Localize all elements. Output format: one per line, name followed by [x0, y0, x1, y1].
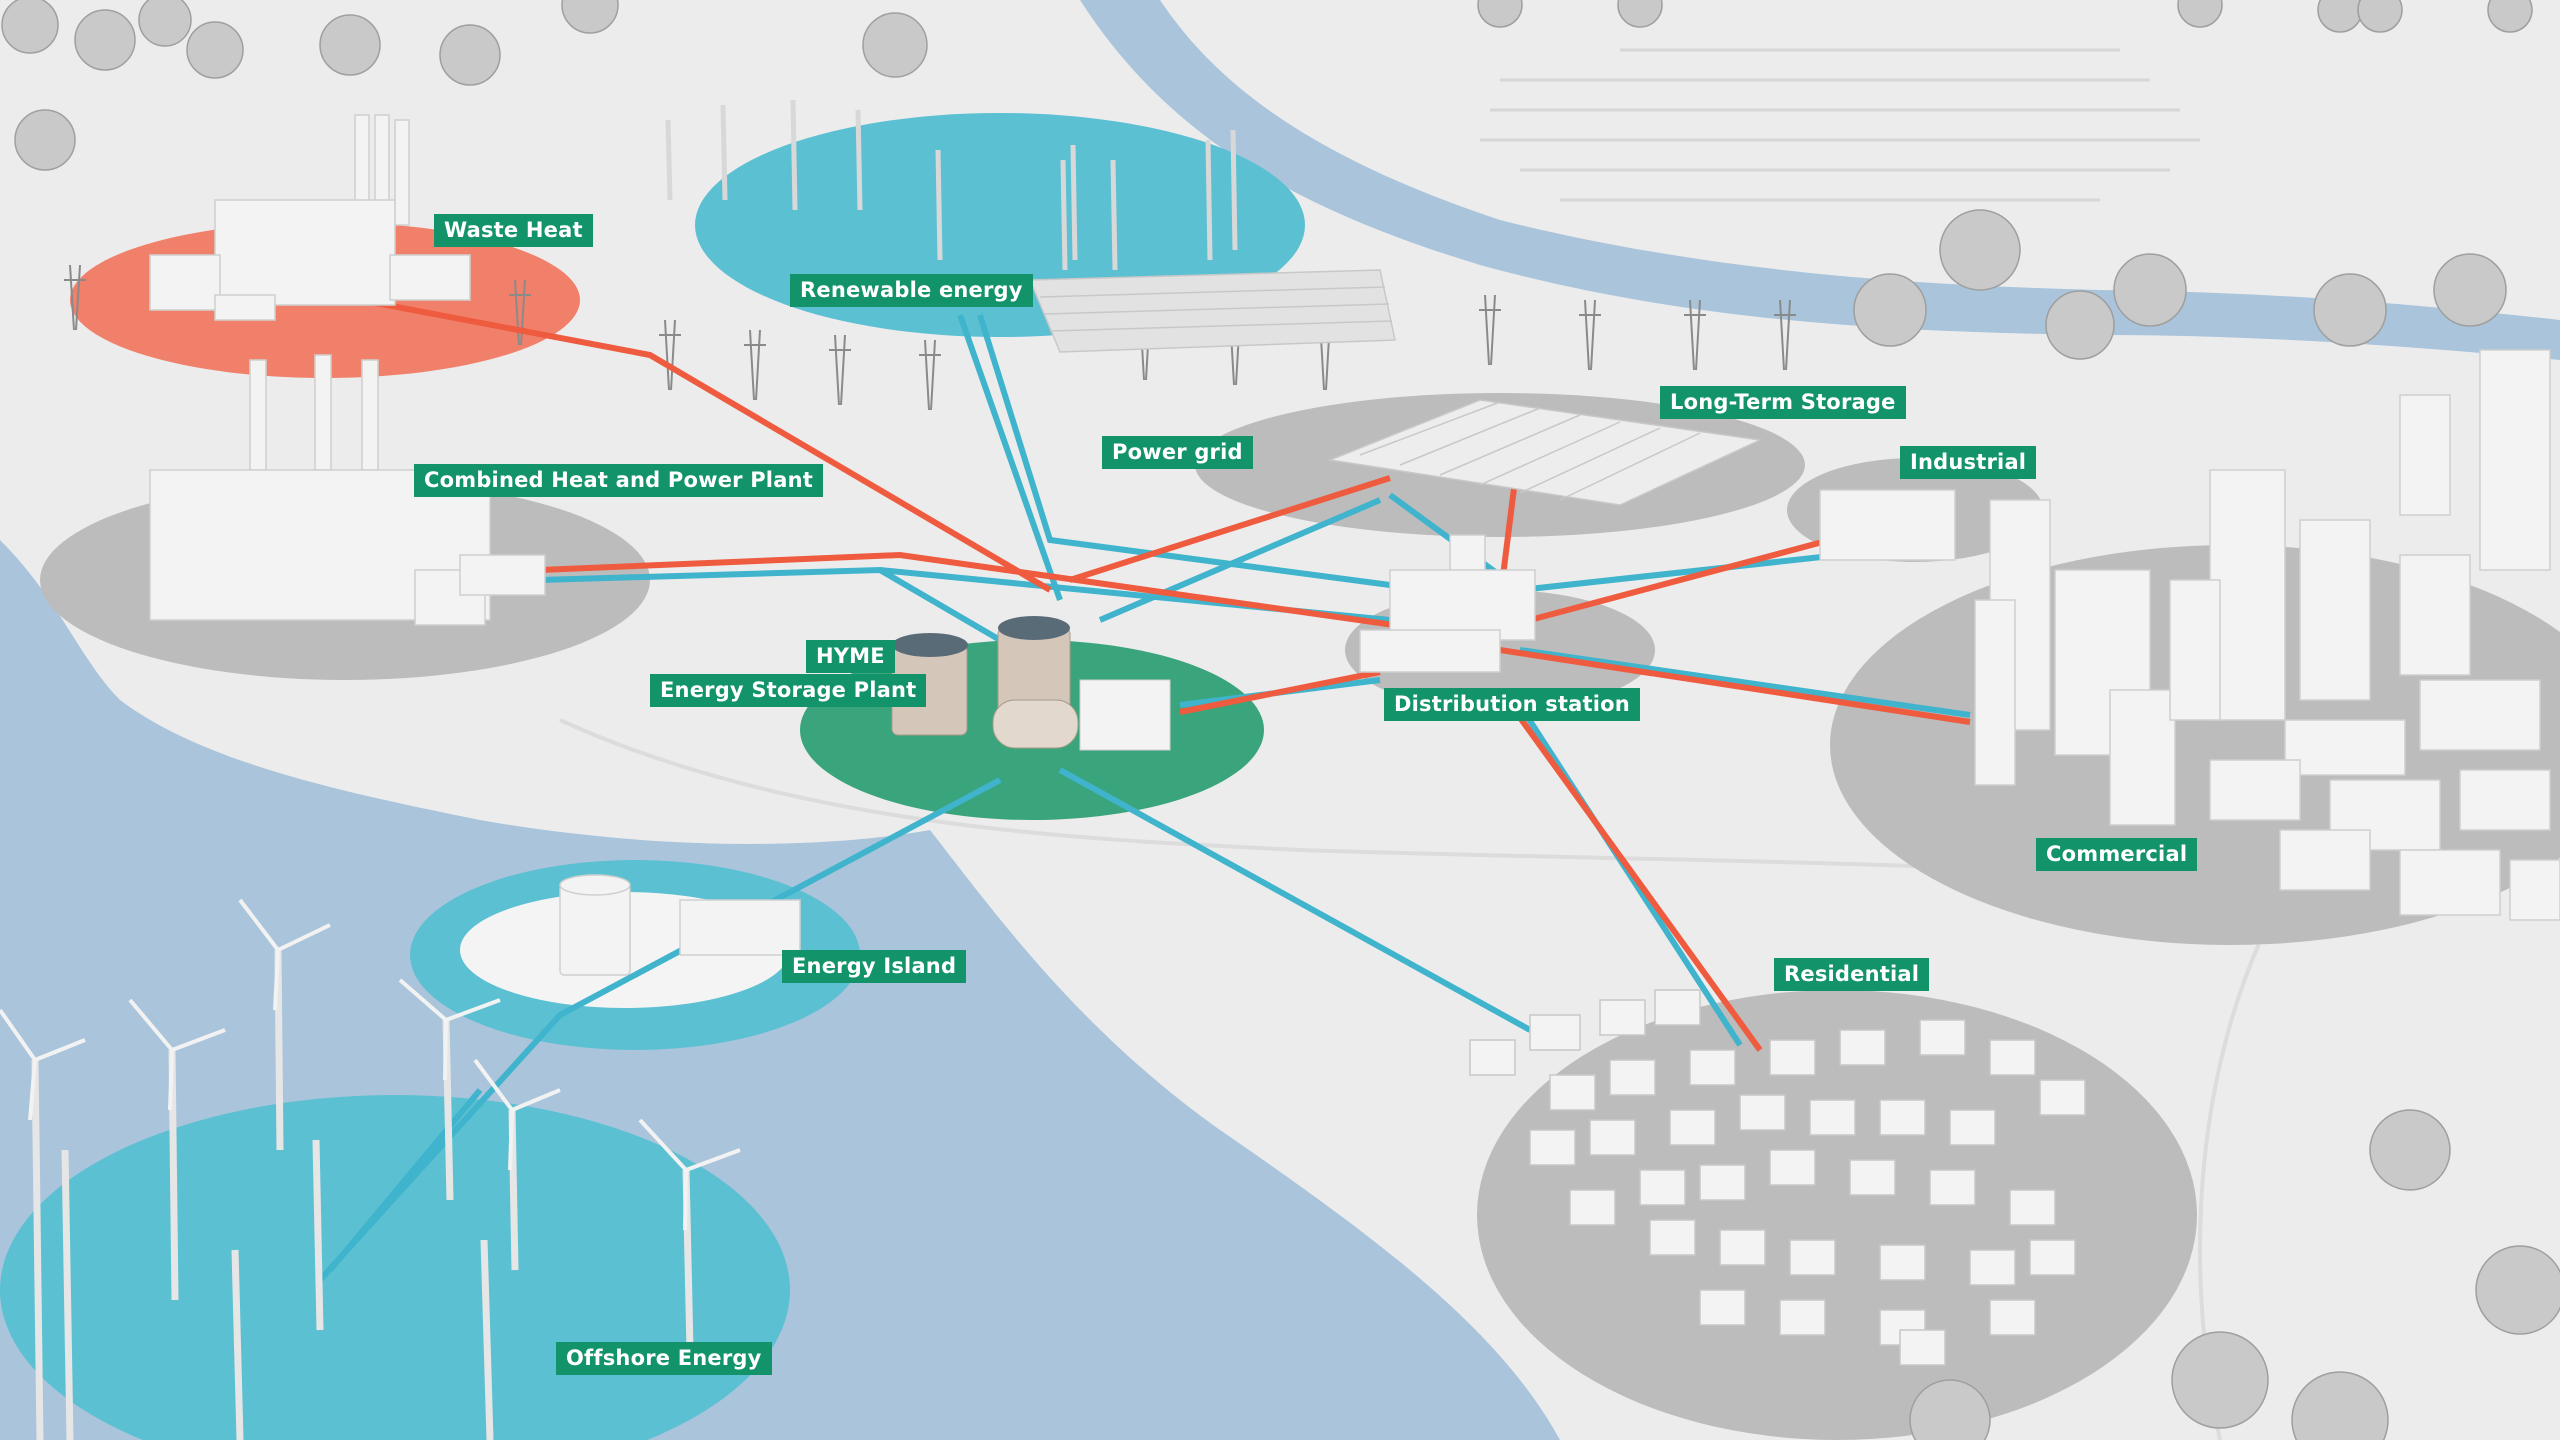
label-chp-plant: Combined Heat and Power Plant — [414, 464, 823, 497]
label-long-term-storage: Long-Term Storage — [1660, 386, 1906, 419]
label-power-grid: Power grid — [1102, 436, 1253, 469]
energy-island-building — [559, 874, 801, 976]
label-energy-island: Energy Island — [782, 950, 967, 983]
label-waste-heat: Waste Heat — [434, 214, 593, 247]
river — [1080, 0, 2560, 360]
residential-houses — [1469, 989, 2086, 1366]
label-residential: Residential — [1774, 958, 1930, 991]
commercial-city — [1974, 349, 2560, 921]
storage-plant — [891, 616, 1171, 751]
land-wind-turbines — [665, 99, 1238, 271]
waste-heat-factory — [149, 114, 471, 321]
solar-panels — [1028, 269, 1396, 353]
long-term-storage-building — [1327, 399, 1763, 506]
label-industrial: Industrial — [1900, 446, 2037, 479]
label-commercial: Commercial — [2036, 838, 2198, 871]
heat-lines — [359, 297, 1971, 1052]
label-distribution-station: Distribution station — [1384, 688, 1640, 721]
distribution-station-building — [1359, 534, 1536, 673]
label-offshore-energy: Offshore Energy — [556, 1342, 772, 1375]
solar-field-top-right — [1480, 48, 2200, 202]
offshore-turbine-blades — [0, 898, 741, 1231]
label-energy-storage-plant: Energy Storage Plant — [650, 674, 927, 707]
label-renewable-energy: Renewable energy — [790, 274, 1033, 307]
chp-plant — [149, 354, 546, 626]
industrial-building — [1819, 489, 1956, 561]
label-hyme: HYME — [806, 640, 895, 673]
